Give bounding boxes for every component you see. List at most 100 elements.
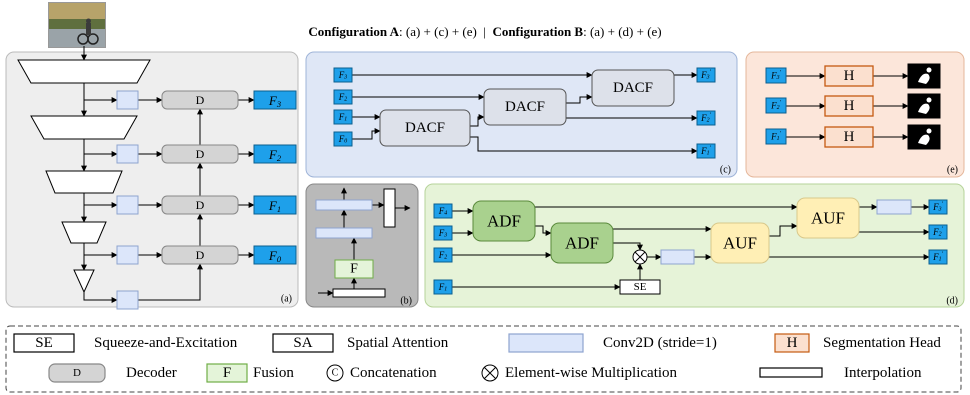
output-c-2-label: F1' [700,145,711,156]
legend-h-text: Segmentation Head [823,335,941,351]
auf-block-1-label: AUF [723,234,757,253]
seg-head-label-2: H [844,129,855,145]
input-e-0-label: F3' [770,70,781,81]
legend-h-box [774,333,810,353]
adf-block-2 [550,222,614,264]
config-b-label: Configuration B [492,24,584,39]
interp-bar-b [332,288,386,298]
input-e-0-box [765,67,787,84]
input-d-3-box [433,279,453,295]
legend-se-box-label: SE [35,335,53,351]
panel-b-tag: (b) [400,296,412,307]
conv-block-a-0 [116,90,139,110]
output-c-0-box [696,67,716,83]
config-b-value: : (a) + (d) + (e) [583,24,662,39]
decoder-block-3 [161,245,239,265]
conv-b-top [315,199,373,211]
mask-head-1 [926,97,932,103]
feature-a-2-label: F1 [268,198,281,214]
dacf-label-1: DACF [505,99,545,115]
feature-a-2-box [253,195,297,215]
adf1-to-adf2 [535,225,552,236]
encoder-stage-2 [30,115,138,140]
legend-concat-icon [326,364,344,382]
config-a-value: : (a) + (c) + (e) [399,24,477,39]
legend-se-text: Squeeze-and-Excitation [94,335,238,351]
legend-f-box-label: F [223,365,231,381]
legend-sa-text: Spatial Attention [347,335,449,351]
decoder-label-2: D [196,198,205,212]
legend-sa-box [272,333,334,353]
legend-d-box [48,363,106,383]
input-c-0-label: F3 [338,70,348,81]
input-d-0-box [433,203,453,219]
encoder-stage-5 [73,269,95,294]
legend-conv-box [508,333,584,353]
mask-head-2 [926,128,932,134]
input-c-1-box [333,89,353,105]
feature-a-1-label: F2 [268,147,282,163]
legend-interp-box [759,367,823,378]
deep-to-decoder [138,263,203,301]
conv-block-a-2 [116,195,139,215]
output-c-0-label: F3' [700,69,711,80]
legend-d-text: Decoder [126,365,177,381]
encoder-stage-4 [61,221,107,244]
seg-head-1 [824,95,874,117]
mask-shape-0 [918,73,930,84]
legend-sa-box-label: SA [293,335,312,351]
seg-head-label-1: H [844,98,855,114]
input-c-2-box [333,109,353,125]
output-d-2-label: F1' [932,251,943,262]
decoder-label-3: D [196,248,205,262]
dacf1-to-dacf2 [470,114,485,127]
output-c-1-label: F2' [700,112,711,123]
seg-head-0 [824,65,874,87]
output-d-0-box [928,199,948,215]
legend-conv-text: Conv2D (stride=1) [603,335,717,351]
se-block [619,279,661,295]
input-c-3-label: F0 [338,134,348,145]
output-d-2-box [928,249,948,265]
seg-head-label-0: H [844,68,855,84]
feature-a-3-box [253,245,297,265]
decoder-block-1 [161,144,239,164]
input-c-2-label: F1 [338,112,348,123]
mask-shape-2 [918,134,930,145]
decoder-label-0: D [196,93,205,107]
output-d-1-box [928,224,948,240]
dacf-block-2 [379,109,471,147]
input-d-3-label: F1 [438,282,448,293]
auf1-to-auf2 [769,223,798,237]
output-d-0-label: F3' [932,201,943,212]
legend-concat-text: Concatenation [350,365,437,381]
fusion-label: F [350,262,358,277]
panel-a-tag: (a) [281,294,292,305]
dacf2-to-dacf3 [566,94,593,104]
dacf-block-0 [591,69,675,107]
mask-1 [907,93,941,119]
fusion-block [334,259,374,279]
decoder-block-0 [161,90,239,110]
legend-f-text: Fusion [253,365,294,381]
interp-bar-b-vertical [383,188,396,228]
legend-mult-cross [483,366,497,380]
mask-shape-1 [918,103,930,114]
dacf-block-1 [483,88,567,126]
input-e-1-box [765,97,787,114]
legend-se-box [13,333,75,353]
feature-a-1-box [253,144,297,164]
input-d-2-box [433,247,453,263]
legend-d-box-label: D [73,367,81,379]
input-d-0-label: F4 [438,206,448,217]
deep-skip [83,292,118,303]
legend-concat-symbol: C [332,368,339,379]
config-a-label: Configuration A [308,24,400,39]
output-c-2-box [696,143,716,159]
input-d-1-box [433,225,453,241]
conv-block-d-2 [876,199,912,215]
encoder-stage-1 [17,59,151,84]
input-image-thumbnail [48,2,106,48]
output-c-1-box [696,110,716,126]
